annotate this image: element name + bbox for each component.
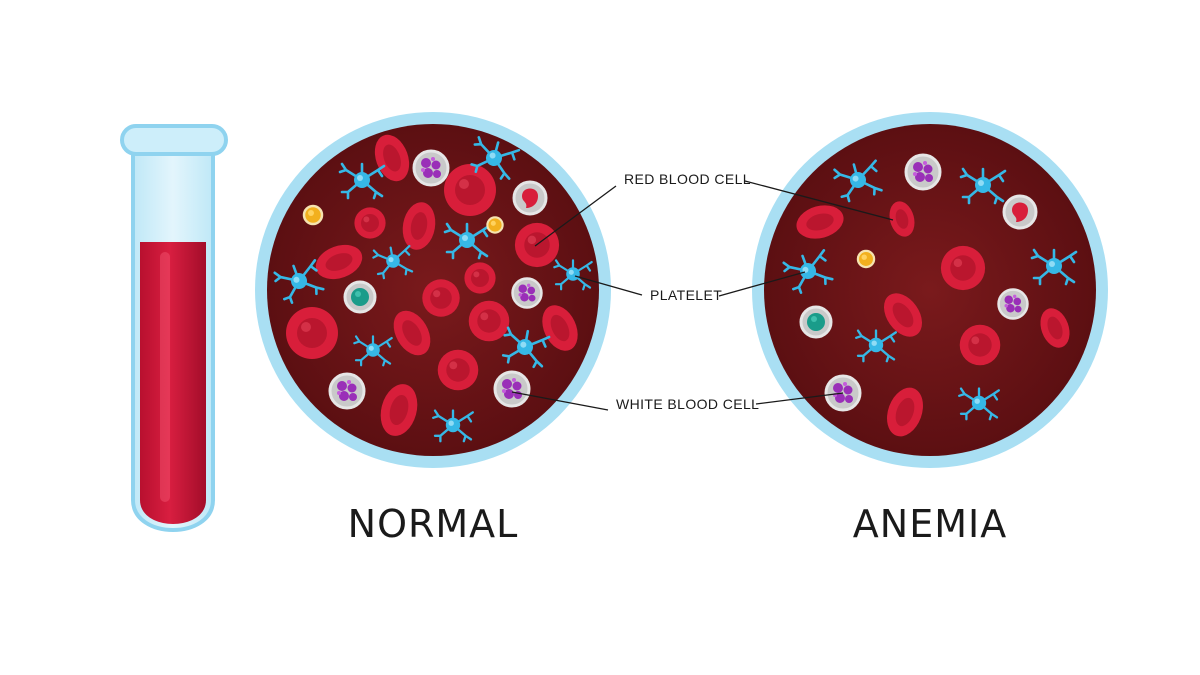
- red-blood-cell-label: RED BLOOD CELL: [624, 171, 751, 187]
- red-blood-cell: [444, 164, 496, 216]
- test-tube-blood: [140, 242, 206, 524]
- white-blood-cell: [328, 372, 366, 410]
- granule-cell: [486, 216, 504, 234]
- white-blood-cell: [799, 305, 833, 339]
- anemia-title: ANEMIA: [853, 502, 1007, 546]
- red-blood-cell: [286, 307, 338, 359]
- granule-cell: [302, 204, 324, 226]
- red-blood-cell: [959, 324, 1001, 366]
- test-tube-rim: [120, 124, 228, 156]
- white-blood-cell: [997, 288, 1029, 320]
- white-blood-cell: [412, 149, 450, 187]
- red-blood-cell: [468, 300, 510, 342]
- white-blood-cell-label: WHITE BLOOD CELL: [616, 396, 759, 412]
- platelet-label: PLATELET: [650, 287, 722, 303]
- callout-platelet: PLATELET: [574, 271, 806, 303]
- normal-title: NORMAL: [348, 502, 519, 546]
- callout-red-blood-cell: RED BLOOD CELL: [534, 171, 894, 247]
- red-blood-cell: [354, 207, 386, 239]
- red-blood-cell: [464, 262, 496, 294]
- red-blood-cell: [437, 349, 479, 391]
- normal-blood-sample: [255, 112, 611, 468]
- red-blood-cell: [940, 245, 986, 291]
- white-blood-cell: [493, 370, 531, 408]
- white-blood-cell: [343, 280, 377, 314]
- test-tube: [120, 124, 228, 532]
- white-blood-cell: [512, 180, 548, 216]
- white-blood-cell: [1002, 194, 1038, 230]
- red-blood-cell: [422, 279, 460, 317]
- callout-white-blood-cell: WHITE BLOOD CELL: [511, 391, 844, 412]
- white-blood-cell: [511, 277, 543, 309]
- white-blood-cell: [904, 153, 942, 191]
- anemia-blood-sample: [752, 112, 1108, 468]
- granule-cell: [856, 249, 876, 269]
